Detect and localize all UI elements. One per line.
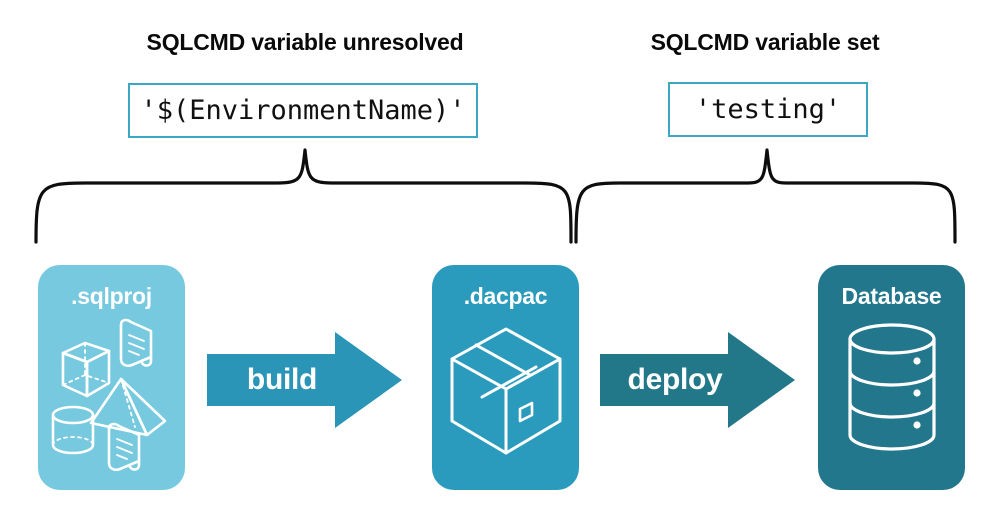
database-cylinder-icon — [847, 323, 936, 451]
code-box-unresolved: '$(EnvironmentName)' — [128, 83, 478, 138]
arrow-build[interactable]: build — [207, 332, 402, 428]
cube-icon — [61, 341, 110, 398]
arrow-deploy[interactable]: deploy — [600, 332, 795, 428]
scroll-icon — [107, 422, 140, 472]
package-box-icon — [450, 327, 561, 455]
stage-label-sqlproj: .sqlproj — [71, 283, 152, 309]
scroll-icon — [119, 318, 152, 368]
pyramid-icon — [89, 377, 166, 437]
stage-label-dacpac: .dacpac — [463, 283, 548, 309]
stage-label-database: Database — [841, 283, 942, 309]
sqlproj-artwork — [38, 317, 185, 477]
brace-unresolved — [30, 147, 575, 242]
code-value-set: 'testing' — [694, 94, 842, 125]
annotation-heading-set: SQLCMD variable set — [650, 29, 880, 55]
stage-box-sqlproj[interactable]: .sqlproj — [38, 265, 185, 490]
annotation-heading-unresolved: SQLCMD variable unresolved — [146, 29, 464, 55]
code-value-unresolved: '$(EnvironmentName)' — [140, 95, 466, 126]
brace-set — [570, 147, 970, 242]
database-artwork — [818, 317, 965, 467]
code-box-set: 'testing' — [668, 82, 868, 137]
arrow-right-icon — [207, 332, 402, 428]
stage-box-dacpac[interactable]: .dacpac — [432, 265, 579, 490]
dacpac-artwork — [432, 317, 579, 467]
cylinder-icon — [51, 405, 94, 455]
sqlproj-objects-icon — [51, 318, 166, 472]
arrow-right-icon — [600, 332, 795, 428]
stage-box-database[interactable]: Database — [818, 265, 965, 490]
